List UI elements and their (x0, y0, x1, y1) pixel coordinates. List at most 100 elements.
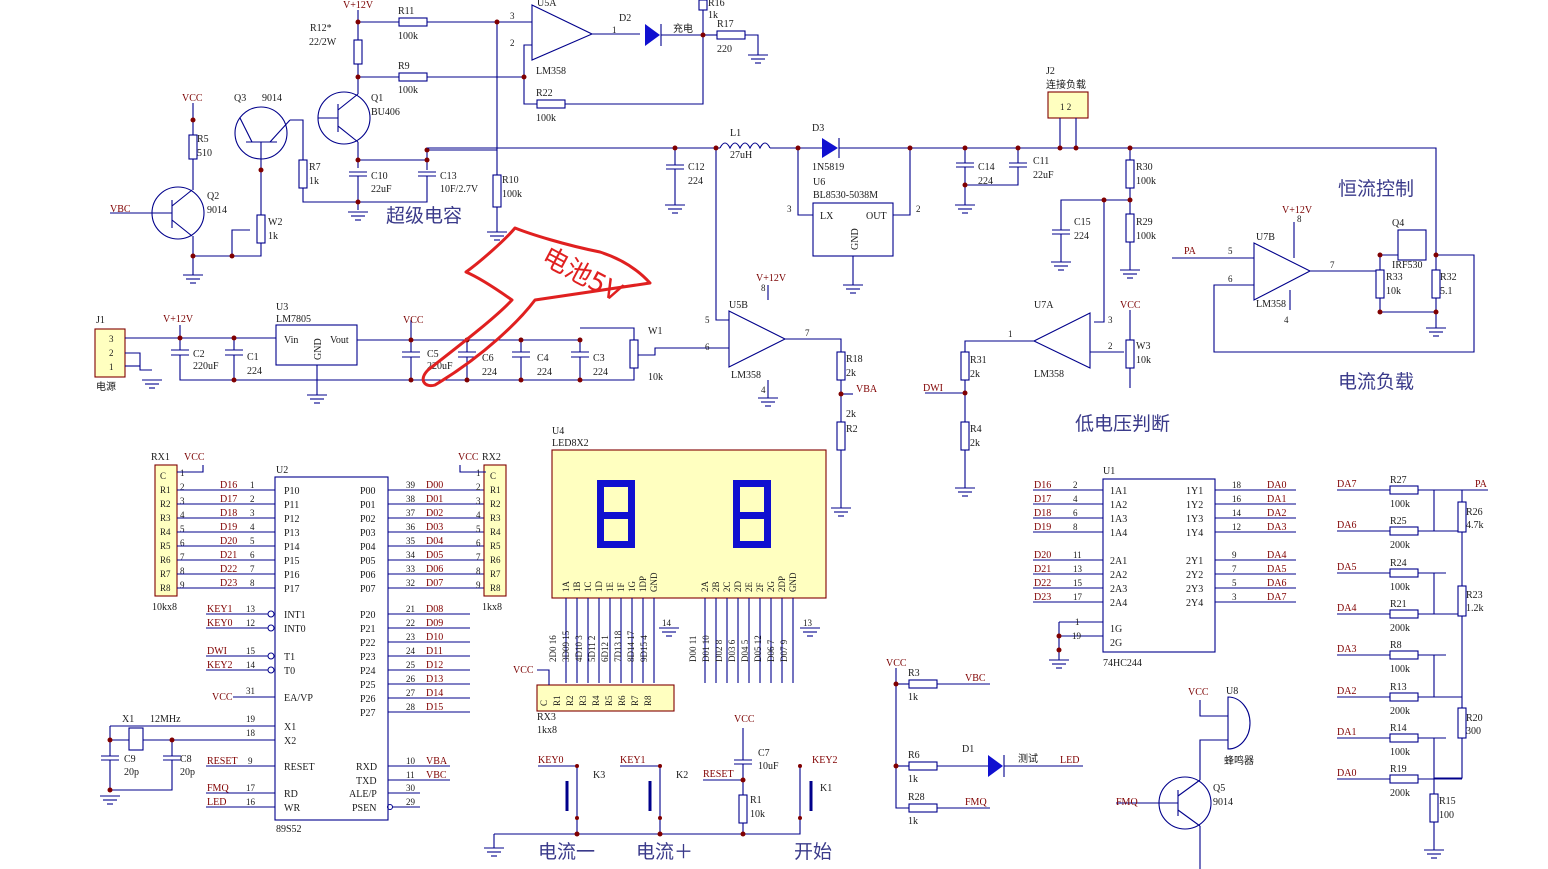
rx1-pin-number: 4 (180, 510, 185, 520)
mosfet-q4 (1397, 229, 1427, 261)
pin-u2-x2: X2 (284, 736, 296, 747)
net-d17-u2: D17 (220, 494, 237, 505)
value-c1: 224 (247, 366, 262, 377)
pin-u4-b-2f: 2F (755, 582, 765, 592)
net-d20-u1: D20 (1034, 550, 1051, 561)
pin-u2-p21: P21 (360, 624, 376, 635)
buzzer-u8 (1227, 696, 1251, 750)
digit-2 (733, 480, 771, 548)
net-d03-u2: D03 (426, 522, 443, 533)
pin-u2-p07: P07 (360, 584, 376, 595)
net-d13-u2: D13 (426, 674, 443, 685)
pin-u2-p20: P20 (360, 610, 376, 621)
net-led-d1: LED (1060, 755, 1079, 766)
pin-u7b-4: 4 (1284, 315, 1289, 325)
net-d15-u2: D15 (426, 702, 443, 713)
pin-u1-1y1: 1Y1 (1186, 486, 1203, 497)
pin-u2-p02: P02 (360, 514, 376, 525)
label-d3: D3 (812, 123, 824, 134)
rx3-pin-r7: R7 (630, 695, 640, 706)
value-c11: 22uF (1033, 170, 1054, 181)
net-d06-u2: D06 (426, 564, 443, 575)
label-r8: R8 (1390, 640, 1402, 651)
pin-u1-1g: 1G (1110, 624, 1122, 635)
display-net-right: D05 12 (753, 635, 763, 662)
net-d02-u2: D02 (426, 508, 443, 519)
crystal-x1 (128, 727, 144, 751)
label-c1: C1 (247, 352, 259, 363)
pin-u1-2y2: 2Y2 (1186, 570, 1203, 581)
pin-number: 5 (1232, 578, 1237, 588)
net-d08-u2: D08 (426, 604, 443, 615)
value-q2: 9014 (207, 205, 227, 216)
pin-number: 15 (1073, 578, 1083, 588)
pin-u2-wr: WR (284, 803, 300, 814)
pin-number: 7 (250, 564, 255, 574)
value-r20: 300 (1466, 726, 1481, 737)
pin-u1-1y3: 1Y3 (1186, 514, 1203, 525)
label-c11: C11 (1033, 156, 1049, 167)
value-u1: 74HC244 (1103, 658, 1142, 669)
button-start-caption: 开始 (794, 841, 832, 863)
rx1-pin-r3: R3 (160, 513, 171, 523)
net-d16-u2: D16 (220, 480, 237, 491)
value-r32: 5.1 (1440, 286, 1453, 297)
pin-u2-p24: P24 (360, 666, 376, 677)
pin-u6-lx: LX (820, 211, 834, 222)
pin-u7a-3: 3 (1108, 315, 1113, 325)
rx2-pin-number: 1 (476, 468, 481, 478)
opamp-u5b (728, 310, 787, 368)
rx2-pin-r5: R5 (490, 541, 501, 551)
rx1-pin-number: 1 (180, 468, 185, 478)
rx3-pin-c: C (539, 700, 549, 706)
pin-u4-b-2g: 2G (766, 581, 776, 593)
pin-u2-p10: P10 (284, 486, 300, 497)
rx3-pin-r6: R6 (617, 695, 627, 706)
pin-number: 36 (406, 522, 416, 532)
pin-u2-ea: EA/VP (284, 693, 313, 704)
label-r26: R26 (1466, 507, 1483, 518)
pin-u1-1y2: 1Y2 (1186, 500, 1203, 511)
pin-u3-gnd: GND (313, 338, 324, 360)
pin-number: 12 (1232, 522, 1241, 532)
rx1-pin-r5: R5 (160, 541, 171, 551)
net-key0-k3: KEY0 (538, 755, 564, 766)
display-net-left: 6D12 1 (600, 635, 610, 662)
rx2-pin-r7: R7 (490, 569, 501, 579)
label-r3: R3 (908, 668, 920, 679)
pin-u1-1a2: 1A2 (1110, 500, 1127, 511)
net-reset-u2: RESET (207, 756, 238, 767)
u7a-section: U7A LM358 1 2 3 VCC W3 10k DWI R31 2k R4… (923, 300, 1170, 497)
pin-number: 17 (1073, 592, 1083, 602)
part-u5a: LM358 (536, 66, 566, 77)
value-r22: 100k (536, 113, 556, 124)
label-c8: C8 (180, 754, 192, 765)
pin-u2-19: 19 (246, 714, 256, 724)
pin-u4-14: 14 (662, 618, 672, 628)
label-r6: R6 (908, 750, 920, 761)
pin-u6-gnd: GND (850, 228, 861, 250)
net-da0-u1: DA0 (1267, 480, 1286, 491)
net-da7-u1: DA7 (1267, 592, 1286, 603)
rx1-pin-c: C (160, 471, 166, 481)
net-key2-k1: KEY2 (812, 755, 838, 766)
pin-number: 6 (1073, 508, 1078, 518)
net-d18-u2: D18 (220, 508, 237, 519)
label-r25: R25 (1390, 516, 1407, 527)
net-d09-u2: D09 (426, 618, 443, 629)
pin-u2-18: 18 (246, 728, 256, 738)
pin-u2-p03: P03 (360, 528, 376, 539)
rx2-pin-number: 9 (476, 580, 481, 590)
value-c2: 220uF (193, 361, 219, 372)
value-r17: 220 (717, 44, 732, 55)
net-d18-u1: D18 (1034, 508, 1051, 519)
resistor-r14 (1389, 733, 1419, 743)
digit-1 (597, 480, 635, 548)
label-vcc-rx1: VCC (184, 452, 205, 463)
pin-u2-p15: P15 (284, 556, 300, 567)
wire-dac-ladder (1433, 738, 1462, 780)
label-r22: R22 (536, 88, 553, 99)
pin-u2-txd: TXD (356, 776, 377, 787)
label-rx2: RX2 (482, 452, 501, 463)
pin-inverter (267, 610, 275, 618)
